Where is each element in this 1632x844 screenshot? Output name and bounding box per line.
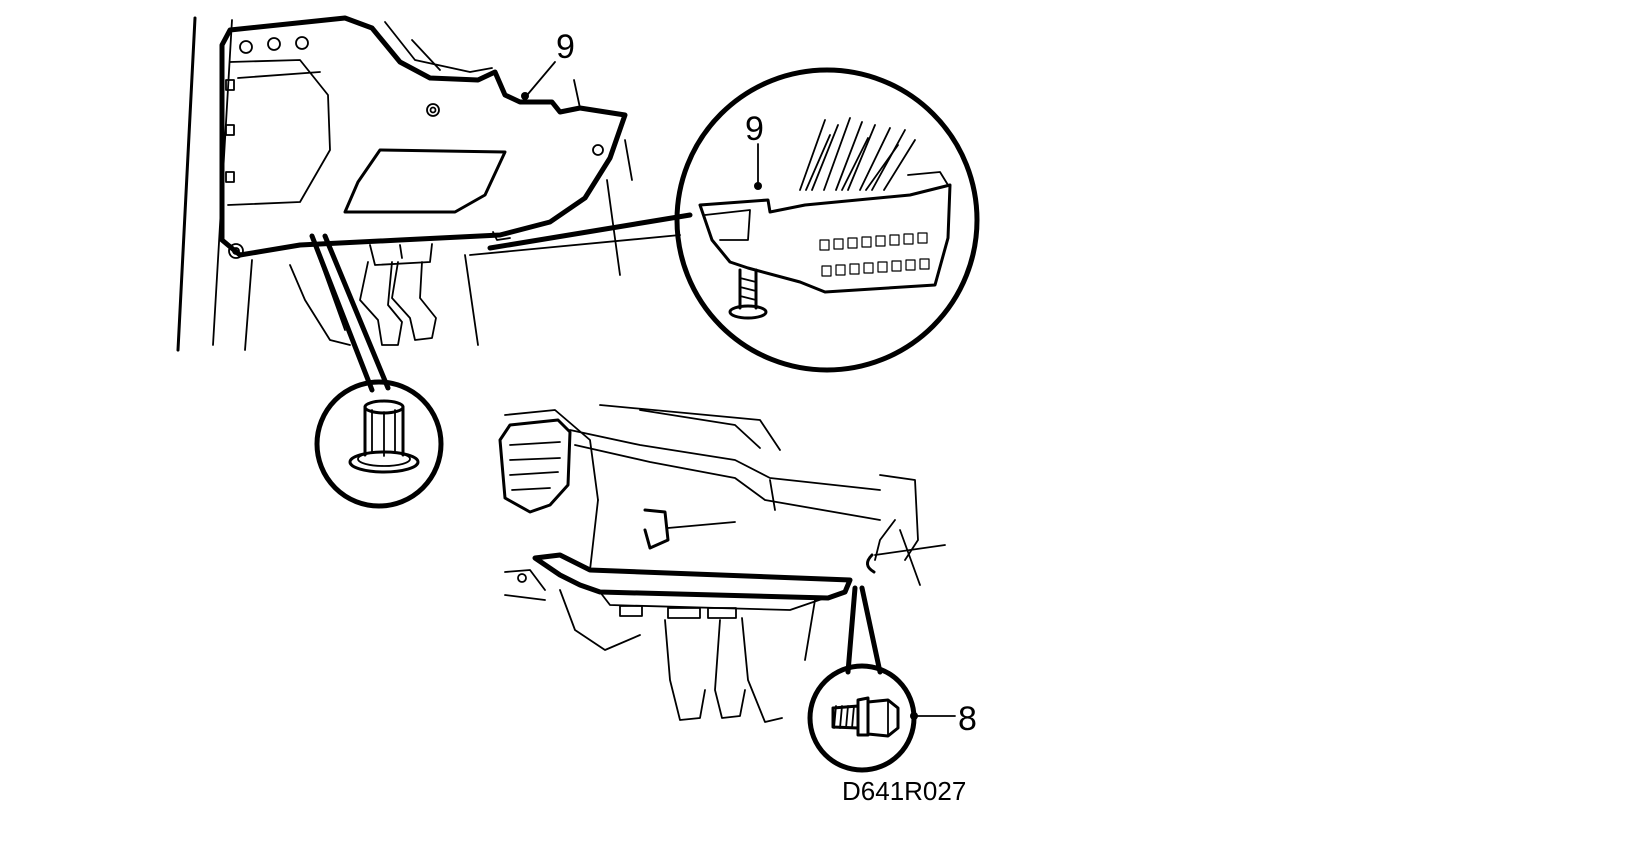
pedal-left <box>359 261 403 346</box>
callout-8: 8 <box>958 700 977 738</box>
callout-9-upper: 9 <box>556 28 575 66</box>
figure-code: D641R027 <box>842 776 966 806</box>
knee-panel <box>532 552 853 601</box>
lower-dashboard-view <box>498 404 946 723</box>
diagnostic-connector-detail: 9 <box>469 67 980 373</box>
callout-9-detail: 9 <box>745 110 764 148</box>
rivet-nut-detail <box>314 379 444 509</box>
obd-connector <box>698 183 952 294</box>
connector-pins <box>819 232 930 277</box>
connector-screw <box>728 268 768 320</box>
lower-dash-cover-panel <box>219 15 628 258</box>
air-vent <box>498 418 572 514</box>
upper-dashboard-view: 9 <box>176 15 633 393</box>
pedal-right <box>391 261 437 341</box>
bolt-detail: 8 <box>807 663 977 773</box>
